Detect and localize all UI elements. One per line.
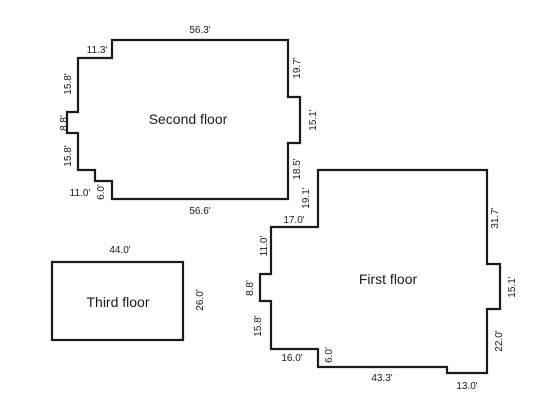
first-floor-outline	[258, 168, 502, 375]
second-floor-dim-right-bump: 15.1'	[308, 109, 319, 130]
second-floor-dim-bottom-notch: 6.0'	[96, 184, 107, 200]
first-floor-dim-left-upper: 11.0'	[259, 236, 270, 257]
third-floor: Third floor 44.0' 26.0'	[50, 245, 206, 342]
second-floor-dim-left-upper: 15.8'	[63, 73, 74, 94]
second-floor-dim-right-upper: 19.7'	[292, 57, 303, 78]
third-floor-outline	[50, 260, 185, 342]
second-floor-dim-left-bump: 8.8'	[59, 115, 70, 131]
third-floor-dim-top: 44.0'	[109, 245, 130, 256]
first-floor-dim-right-bump: 15.1'	[507, 276, 518, 297]
second-floor-title: Second floor	[149, 111, 228, 127]
first-floor-dim-bottom: 43.3'	[371, 373, 392, 384]
first-floor-dim-bottom-right: 13.0'	[456, 381, 477, 392]
second-floor-dim-right-lower: 18.5'	[292, 158, 303, 179]
first-floor-dim-top-step: 19.1'	[301, 187, 312, 208]
first-floor-dim-right-upper: 31.7'	[490, 207, 501, 228]
third-floor-title: Third floor	[86, 294, 149, 310]
first-floor-dim-bottom-notch: 6.0'	[324, 347, 335, 363]
first-floor-dim-right-lower: 22.0'	[494, 330, 505, 351]
second-floor-dim-top: 56.3'	[189, 25, 210, 36]
second-floor-dim-left-lower: 15.8'	[63, 145, 74, 166]
first-floor-title: First floor	[359, 271, 418, 287]
first-floor-dim-top-left: 17.0'	[283, 215, 304, 226]
second-floor: Second floor 56.3' 11.3' 19.7' 15.1' 18.…	[59, 25, 319, 217]
second-floor-outline	[65, 38, 302, 201]
first-floor: First floor 17.0' 19.1' 31.7' 15.1' 22.0…	[245, 168, 518, 392]
second-floor-dim-top-left: 11.3'	[87, 45, 108, 56]
first-floor-dim-left-bump: 8.8'	[245, 280, 256, 296]
second-floor-dim-bottom: 56.6'	[189, 206, 210, 217]
first-floor-dim-bottom-left: 16.0'	[281, 353, 302, 364]
third-floor-dim-right: 26.0'	[195, 289, 206, 310]
second-floor-dim-bottom-left: 11.0'	[70, 188, 91, 199]
first-floor-dim-left-lower: 15.8'	[253, 315, 264, 336]
